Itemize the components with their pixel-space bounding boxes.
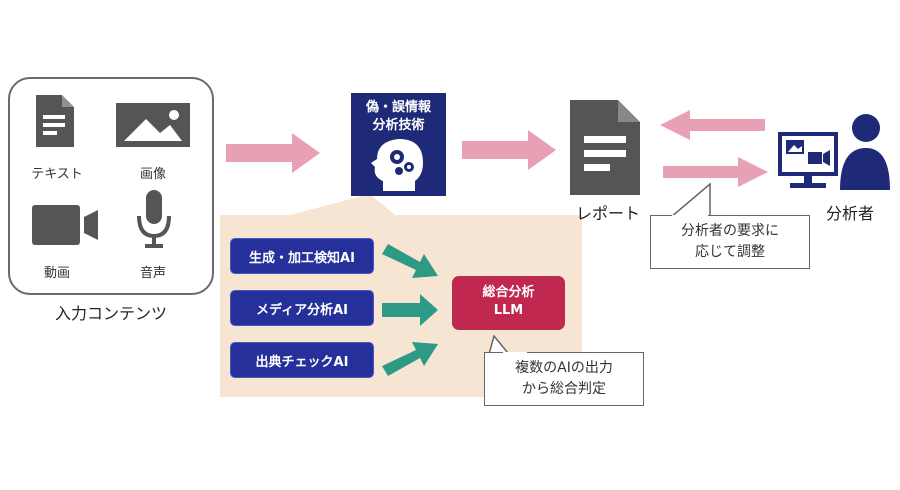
- input-label-text: テキスト: [31, 167, 83, 182]
- llm-callout-tail-joint: [503, 352, 527, 355]
- tech-title-line2: 分析技術: [372, 118, 425, 133]
- head-gears-icon: [370, 139, 423, 191]
- input-label-audio: 音声: [139, 266, 166, 281]
- ai-arrows: [382, 244, 438, 376]
- tech-title-line1: 偽・誤情報: [365, 100, 431, 115]
- video-camera-icon: [32, 205, 98, 245]
- ai-module-source-check: 出典チェックAI: [230, 342, 374, 378]
- flow-arrow-to-report: [462, 130, 556, 170]
- image-icon: [116, 103, 190, 147]
- llm-line2: LLM: [493, 303, 524, 318]
- feedback-arrow-left: [660, 110, 765, 140]
- analyst-callout: 分析者の要求に 応じて調整: [650, 215, 810, 269]
- document-icon: [36, 95, 74, 147]
- ai-module-media-analysis: メディア分析AI: [230, 290, 374, 326]
- llm-line1: 総合分析: [482, 285, 535, 300]
- report-label: レポート: [575, 204, 640, 223]
- ai-arrow-1: [382, 244, 438, 278]
- llm-callout-line1: 複数のAIの出力: [515, 360, 613, 376]
- ai-arrow-3: [382, 342, 438, 376]
- llm-callout: 複数のAIの出力 から総合判定: [484, 352, 644, 406]
- integrated-analysis-llm: 総合分析 LLM: [452, 276, 565, 330]
- analyst-callout-line1: 分析者の要求に: [681, 223, 779, 239]
- report-arrow-right: [663, 157, 768, 187]
- input-label-video: 動画: [43, 266, 70, 281]
- analyst-label: 分析者: [825, 204, 874, 223]
- flow-arrow-to-tech: [226, 133, 320, 173]
- llm-callout-line2: から総合判定: [522, 381, 606, 397]
- ai-module-generation-detection: 生成・加工検知AI: [230, 238, 374, 274]
- input-label-image: 画像: [139, 167, 166, 182]
- analyst-at-monitor-icon: [778, 114, 890, 190]
- report-document-icon: [570, 100, 640, 195]
- analyst-callout-tail-joint: [672, 215, 708, 218]
- disinformation-analysis-tech-box: 偽・誤情報 分析技術: [351, 93, 446, 196]
- analyst-callout-line2: 応じて調整: [695, 244, 765, 260]
- ai-arrow-2: [382, 294, 438, 326]
- microphone-icon: [137, 190, 171, 248]
- input-contents-title: 入力コンテンツ: [54, 304, 167, 323]
- analyst-callout-tail: [669, 182, 711, 218]
